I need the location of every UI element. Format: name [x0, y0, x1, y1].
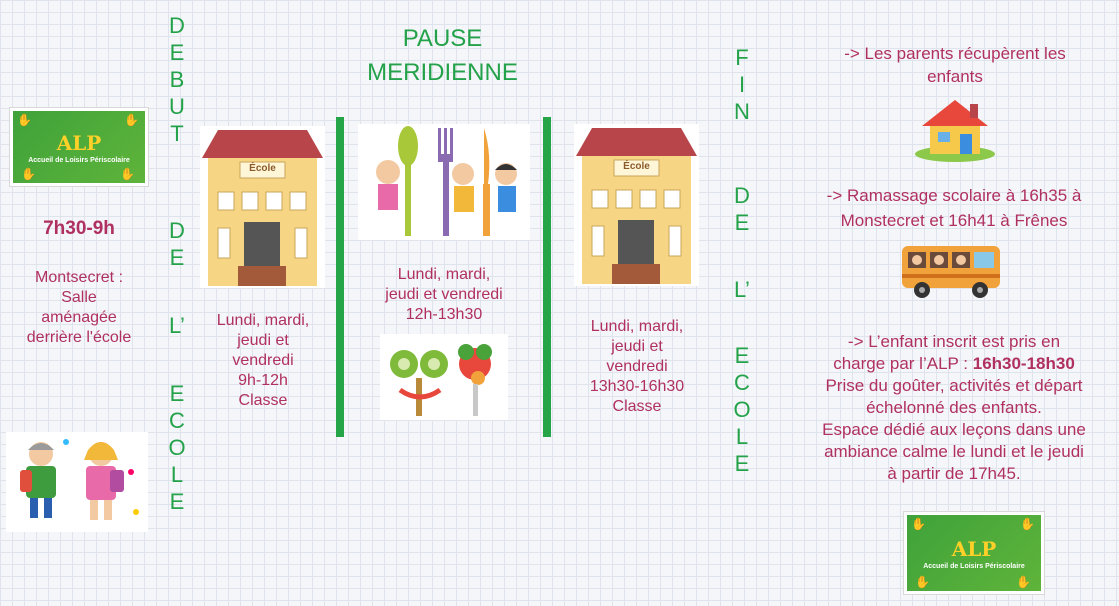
divider-right	[543, 117, 551, 437]
debut-de-word: D E	[169, 218, 185, 270]
alp-logo-text-right: ALP	[951, 536, 997, 561]
fin-l-word: L’	[734, 277, 750, 302]
debut-ecole-word: E C O L E	[168, 381, 186, 514]
kids-illustration	[6, 432, 148, 532]
alp-logo-subtext-right: Accueil de Loisirs Périscolaire	[923, 562, 1025, 570]
bus-text: -> Ramassage scolaire à 16h35 à Monstecr…	[826, 186, 1082, 230]
alp-hours: 16h30-18h30	[972, 354, 1075, 373]
school-image-afternoon: École	[574, 124, 699, 286]
divider-left	[336, 117, 344, 437]
pickup-text: -> Les parents récupèrent les enfants	[844, 44, 1066, 86]
fin-de-word: D E	[734, 183, 750, 235]
morning-place: Montsecret : Salle aménagée derrière l'é…	[26, 269, 132, 346]
alp-logo-subtext: Accueil de Loisirs Périscolaire	[28, 156, 130, 164]
debut-l-word: L’	[169, 313, 185, 338]
afternoon-schedule: Lundi, mardi, jeudi et vendredi 13h30-16…	[589, 318, 685, 415]
lunch-title: PAUSE MERIDIENNE	[367, 25, 518, 86]
house-icon	[914, 96, 996, 162]
morning-hours: 7h30-9h	[43, 218, 115, 239]
school-sign-afternoon: École	[623, 161, 650, 172]
morning-schedule: Lundi, mardi, jeudi et vendredi 9h-12h C…	[216, 312, 310, 409]
school-sign-morning: École	[249, 163, 276, 174]
bus-icon	[898, 240, 1004, 302]
school-image-morning: École	[200, 126, 325, 288]
veggie-faces-image	[380, 334, 508, 420]
cutlery-kids-image	[358, 124, 530, 240]
fin-ecole-word: E C O L E	[733, 343, 751, 476]
debut-word: D E B U T	[169, 13, 185, 146]
alp-care-text: -> L’enfant inscrit est pris en charge p…	[822, 332, 1086, 483]
fin-word: F I N	[734, 45, 750, 124]
lunch-schedule: Lundi, mardi, jeudi et vendredi 12h-13h3…	[385, 266, 503, 323]
alp-logo-text: ALP	[56, 130, 102, 155]
alp-logo-right: ✋ ✋ ✋ ✋ ALP Accueil de Loisirs Périscola…	[904, 512, 1044, 594]
alp-logo-left: ✋ ✋ ✋ ✋ ALP Accueil de Loisirs Périscola…	[10, 108, 148, 186]
